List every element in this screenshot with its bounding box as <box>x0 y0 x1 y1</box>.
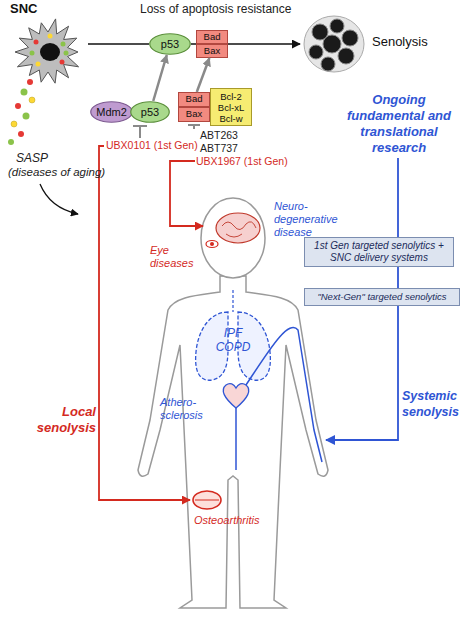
disease-label: Neuro-degenerative disease <box>274 200 344 239</box>
protein-name: Bcl-2 <box>220 91 242 102</box>
sasp-dot <box>15 103 21 109</box>
joint-line <box>195 500 219 501</box>
connector <box>153 55 167 101</box>
pathway-heading: Loss of apoptosis resistance <box>140 3 291 17</box>
research-note: Ongoing fundamental and translational re… <box>343 92 455 156</box>
sasp-dot <box>36 62 41 67</box>
cell-body <box>15 19 79 83</box>
strategy-text: "Next-Gen" targeted senolytics <box>317 291 446 303</box>
sasp-dot <box>60 60 65 65</box>
heart <box>223 384 249 408</box>
disease-label: IPF COPD <box>213 326 253 354</box>
human-body <box>138 198 328 608</box>
inhibition-bar <box>133 126 147 138</box>
route-label: Systemic senolysis <box>402 388 464 420</box>
connector <box>88 43 149 45</box>
artery <box>235 408 237 470</box>
artery <box>244 328 322 462</box>
sasp-dot <box>64 51 69 56</box>
protein-box: Bad <box>178 92 210 107</box>
protein-name: p53 <box>161 38 179 51</box>
sasp-dot <box>21 89 28 96</box>
sasp-dot <box>27 79 33 85</box>
connector <box>197 58 210 92</box>
trachea <box>232 290 233 312</box>
strategy-box: "Next-Gen" targeted senolytics <box>304 288 460 306</box>
protein-box: Bax <box>178 107 210 122</box>
cell-remnant <box>304 16 364 72</box>
protein-name: Bax <box>204 46 220 57</box>
sasp-dot <box>18 131 24 137</box>
oval-outline <box>150 34 191 55</box>
route-label: Local senolysis <box>30 404 96 436</box>
protein-box: Bcl-2Bcl-xLBcl-w <box>210 88 252 126</box>
drug-name: ABT263 <box>200 129 238 141</box>
protein-oval: p53 <box>130 101 170 123</box>
disease-label: Osteoarthritis <box>194 514 259 527</box>
sasp-dot <box>23 113 30 120</box>
protein-name: Bcl-xL <box>218 102 244 113</box>
sasp-arrow <box>40 184 78 214</box>
knee-joint <box>193 491 221 509</box>
apoptotic-body <box>309 45 323 59</box>
sasp-label: SASP <box>16 152 48 166</box>
oval-outline <box>131 102 170 123</box>
eye <box>206 241 218 248</box>
sasp-note: (diseases of aging) <box>8 166 105 179</box>
local-route <box>99 146 190 500</box>
drug-name: UBX1967 (1st Gen) <box>196 155 288 167</box>
local-route <box>170 161 203 226</box>
sasp-dot <box>61 42 66 47</box>
systemic-route <box>326 306 398 440</box>
connector <box>228 43 300 45</box>
sasp-dot <box>29 97 35 103</box>
sasp-dot <box>8 139 14 145</box>
protein-name: Bax <box>186 109 202 120</box>
connector <box>397 267 399 288</box>
apoptotic-body <box>342 30 358 46</box>
outcome-label: Senolysis <box>372 35 428 50</box>
sasp-dots <box>8 79 35 145</box>
apoptotic-body <box>321 57 335 71</box>
apoptotic-body <box>338 48 354 64</box>
drug-name: ABT737 <box>200 142 238 154</box>
senescent-cell: SNC <box>8 2 88 86</box>
apoptotic-body <box>323 35 341 53</box>
cell-nucleus <box>40 43 60 61</box>
strategy-text: 1st Gen targeted senolytics + SNC delive… <box>308 240 450 264</box>
protein-name: Bcl-w <box>219 113 242 124</box>
systemic-route <box>397 158 399 237</box>
drug-name: UBX0101 (1st Gen) <box>106 139 198 151</box>
sasp-dot <box>11 121 17 127</box>
connector <box>191 43 196 45</box>
eye-pupil <box>210 242 214 246</box>
apoptotic-cell: Senolysis <box>300 12 450 76</box>
sasp-dot <box>30 51 35 56</box>
protein-box: Bax <box>196 44 228 58</box>
sasp-dot <box>34 40 39 45</box>
protein-box: Bad <box>196 30 228 44</box>
brain <box>216 213 260 243</box>
inhibition-bar <box>188 125 200 129</box>
sasp-dot <box>48 34 53 39</box>
cell-label: SNC <box>10 2 37 17</box>
protein-name: Bad <box>186 94 203 105</box>
head-outline <box>201 198 265 278</box>
oval-outline <box>91 102 133 123</box>
protein-name: Mdm2 <box>96 106 127 119</box>
protein-name: p53 <box>141 106 159 119</box>
strategy-box: 1st Gen targeted senolytics + SNC delive… <box>304 237 454 267</box>
protein-oval: Mdm2 <box>90 101 133 123</box>
brain-folds <box>222 222 256 237</box>
protein-oval: p53 <box>149 33 191 55</box>
protein-name: Bad <box>204 32 221 43</box>
body-outline <box>138 276 328 608</box>
apoptotic-body <box>330 19 344 33</box>
disease-label: Eye diseases <box>150 244 196 270</box>
disease-label: Athero-sclerosis <box>160 396 208 422</box>
